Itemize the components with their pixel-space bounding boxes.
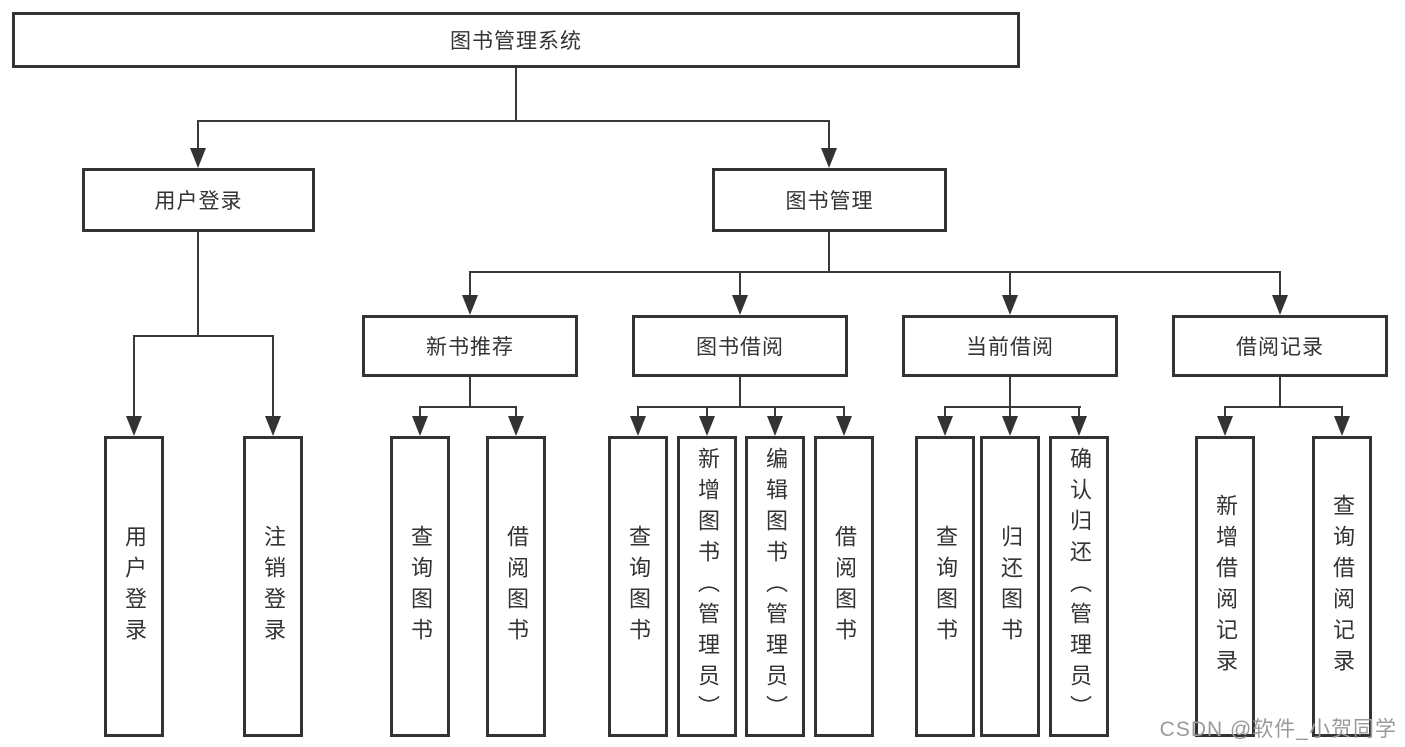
leaf-logout-label: 注销登录 bbox=[261, 524, 286, 649]
node-user-login-label: 用户登录 bbox=[154, 190, 243, 213]
connector bbox=[944, 406, 1081, 408]
node-borrow-records-label: 借阅记录 bbox=[1236, 336, 1324, 359]
connector bbox=[774, 406, 776, 418]
connector bbox=[1078, 406, 1080, 418]
connector bbox=[828, 232, 830, 272]
leaf-cb-confirm-return-admin-label: 确认归还（管理员） bbox=[1067, 447, 1092, 726]
connector bbox=[419, 406, 517, 408]
connector bbox=[637, 406, 639, 418]
node-borrow-records: 借阅记录 bbox=[1172, 315, 1388, 377]
arrowhead-icon bbox=[1217, 416, 1233, 436]
connector bbox=[828, 120, 830, 150]
connector bbox=[515, 406, 517, 418]
connector bbox=[1224, 406, 1226, 418]
connector bbox=[706, 406, 708, 418]
leaf-bb-add-books-admin: 新增图书（管理员） bbox=[677, 436, 737, 737]
node-book-borrow-label: 图书借阅 bbox=[696, 336, 784, 359]
leaf-nb-query-books-label: 查询图书 bbox=[408, 524, 433, 649]
connector bbox=[133, 335, 135, 418]
leaf-br-query-record-label: 查询借阅记录 bbox=[1330, 493, 1355, 680]
leaf-cb-return-books: 归还图书 bbox=[980, 436, 1040, 737]
arrowhead-icon bbox=[1071, 416, 1087, 436]
connector bbox=[1009, 406, 1011, 418]
node-new-books: 新书推荐 bbox=[362, 315, 578, 377]
leaf-bb-add-books-admin-label: 新增图书（管理员） bbox=[695, 447, 720, 726]
watermark: CSDN @软件_小贺同学 bbox=[1159, 718, 1397, 741]
leaf-br-query-record: 查询借阅记录 bbox=[1312, 436, 1372, 737]
connector bbox=[637, 406, 845, 408]
leaf-br-add-record-label: 新增借阅记录 bbox=[1213, 493, 1238, 680]
arrowhead-icon bbox=[462, 295, 478, 315]
node-current-borrow-label: 当前借阅 bbox=[966, 336, 1054, 359]
node-book-mgmt-label: 图书管理 bbox=[785, 190, 874, 213]
leaf-bb-edit-books-admin: 编辑图书（管理员） bbox=[745, 436, 805, 737]
node-book-mgmt: 图书管理 bbox=[712, 168, 947, 232]
connector bbox=[197, 120, 199, 150]
connector bbox=[1009, 377, 1011, 407]
arrowhead-icon bbox=[937, 416, 953, 436]
node-current-borrow: 当前借阅 bbox=[902, 315, 1118, 377]
connector bbox=[1224, 406, 1343, 408]
arrowhead-icon bbox=[265, 416, 281, 436]
connector bbox=[1279, 271, 1281, 297]
arrowhead-icon bbox=[508, 416, 524, 436]
connector bbox=[739, 377, 741, 407]
arrowhead-icon bbox=[732, 295, 748, 315]
leaf-cb-confirm-return-admin: 确认归还（管理员） bbox=[1049, 436, 1109, 737]
arrowhead-icon bbox=[1002, 416, 1018, 436]
arrowhead-icon bbox=[699, 416, 715, 436]
connector bbox=[1009, 271, 1011, 297]
leaf-bb-borrow-books: 借阅图书 bbox=[814, 436, 874, 737]
connector bbox=[843, 406, 845, 418]
arrowhead-icon bbox=[126, 416, 142, 436]
leaf-br-add-record: 新增借阅记录 bbox=[1195, 436, 1255, 737]
node-new-books-label: 新书推荐 bbox=[426, 336, 514, 359]
connector bbox=[1279, 377, 1281, 407]
connector bbox=[515, 68, 517, 120]
connector bbox=[419, 406, 421, 418]
arrowhead-icon bbox=[630, 416, 646, 436]
leaf-cb-query-books: 查询图书 bbox=[915, 436, 975, 737]
leaf-bb-edit-books-admin-label: 编辑图书（管理员） bbox=[763, 447, 788, 726]
leaf-nb-query-books: 查询图书 bbox=[390, 436, 450, 737]
arrowhead-icon bbox=[836, 416, 852, 436]
leaf-cb-return-books-label: 归还图书 bbox=[998, 524, 1023, 649]
arrowhead-icon bbox=[190, 148, 206, 168]
connector bbox=[944, 406, 946, 418]
connector bbox=[739, 271, 741, 297]
leaf-logout: 注销登录 bbox=[243, 436, 303, 737]
connector bbox=[133, 335, 274, 337]
leaf-user-login: 用户登录 bbox=[104, 436, 164, 737]
connector bbox=[1341, 406, 1343, 418]
connector bbox=[197, 232, 199, 335]
leaf-nb-borrow-books-label: 借阅图书 bbox=[504, 524, 529, 649]
node-book-borrow: 图书借阅 bbox=[632, 315, 848, 377]
leaf-user-login-label: 用户登录 bbox=[122, 524, 147, 649]
leaf-bb-query-books: 查询图书 bbox=[608, 436, 668, 737]
arrowhead-icon bbox=[1334, 416, 1350, 436]
arrowhead-icon bbox=[1272, 295, 1288, 315]
arrowhead-icon bbox=[1002, 295, 1018, 315]
connector bbox=[469, 377, 471, 407]
arrowhead-icon bbox=[412, 416, 428, 436]
leaf-cb-query-books-label: 查询图书 bbox=[933, 524, 958, 649]
leaf-bb-borrow-books-label: 借阅图书 bbox=[832, 524, 857, 649]
node-user-login: 用户登录 bbox=[82, 168, 315, 232]
arrowhead-icon bbox=[767, 416, 783, 436]
connector bbox=[197, 120, 830, 122]
leaf-nb-borrow-books: 借阅图书 bbox=[486, 436, 546, 737]
connector bbox=[272, 335, 274, 418]
arrowhead-icon bbox=[821, 148, 837, 168]
connector bbox=[469, 271, 1281, 273]
leaf-bb-query-books-label: 查询图书 bbox=[626, 524, 651, 649]
node-root-label: 图书管理系统 bbox=[450, 30, 582, 53]
node-root: 图书管理系统 bbox=[12, 12, 1020, 68]
connector bbox=[469, 271, 471, 297]
